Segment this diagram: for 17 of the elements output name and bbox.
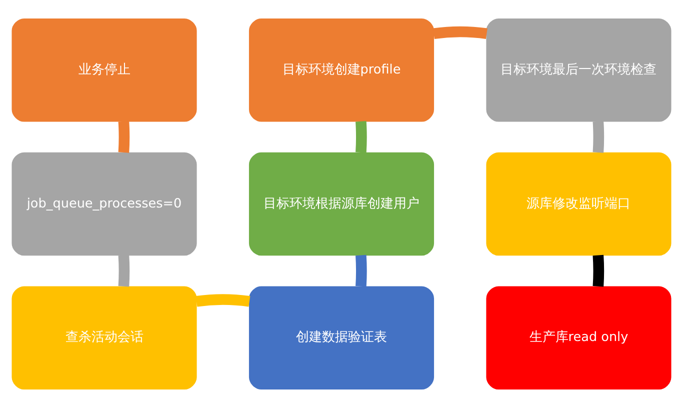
connector	[356, 120, 367, 152]
connector	[118, 254, 130, 286]
node-box: 目标环境最后一次环境检查	[486, 18, 672, 122]
connector	[433, 26, 488, 39]
connector	[356, 254, 367, 286]
connector	[118, 120, 130, 152]
node-box: 业务停止	[12, 18, 197, 122]
node-box: 目标环境根据源库创建用户	[248, 152, 434, 256]
connector	[196, 294, 250, 306]
node-box: 源库修改监听端口	[486, 152, 672, 256]
node-box: 目标环境创建profile	[248, 18, 434, 122]
node-box: job_queue_processes=0	[12, 152, 197, 256]
node-box: 生产库read only	[486, 286, 672, 390]
connector	[592, 120, 604, 152]
node-box: 查杀活动会话	[12, 286, 197, 390]
connector	[592, 254, 604, 286]
node-box: 创建数据验证表	[248, 286, 434, 390]
